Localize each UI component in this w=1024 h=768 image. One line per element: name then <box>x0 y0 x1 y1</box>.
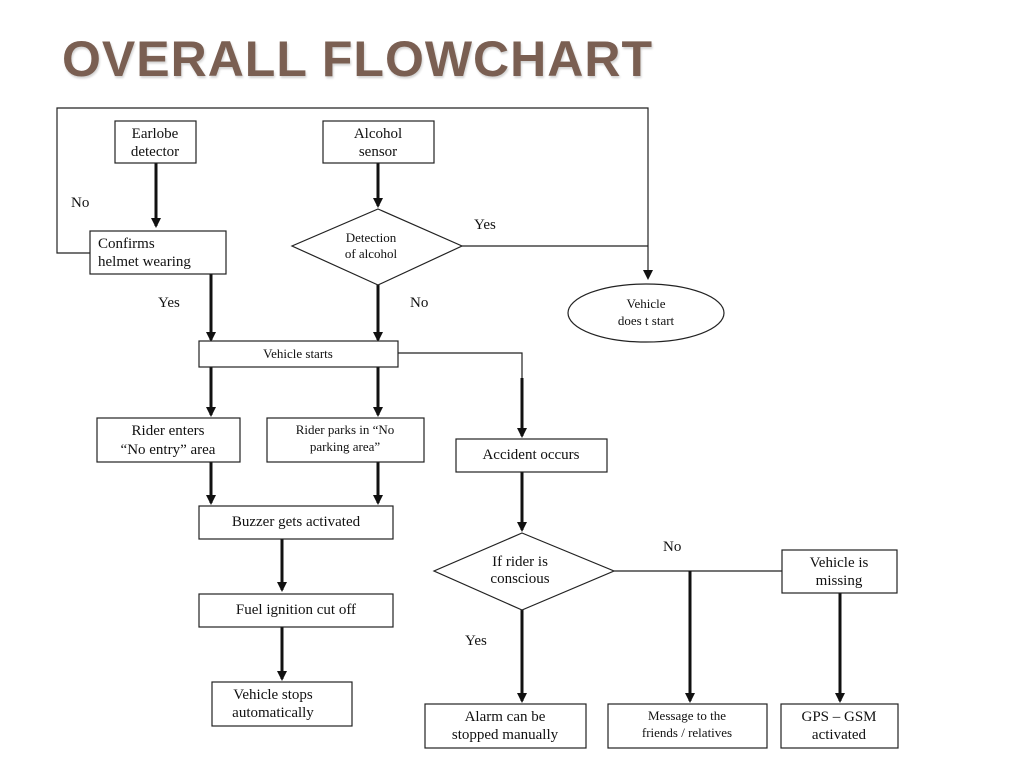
alarm-line-2: stopped manually <box>452 727 559 743</box>
node-fuel-ignition: Fuel ignition cut off <box>198 593 394 628</box>
node-vehicle-stops: Vehicle stops automatically <box>211 681 353 727</box>
fuel-label: Fuel ignition cut off <box>236 602 356 618</box>
node-earlobe-detector: Earlobe detector <box>114 120 197 164</box>
node-vehicle-starts: Vehicle starts <box>198 340 399 368</box>
label-yes-alcohol: Yes <box>474 217 496 233</box>
missing-line-2: missing <box>816 573 863 589</box>
node-vehicle-missing: Vehicle is missing <box>781 549 898 594</box>
node-if-conscious: If rider is conscious <box>432 532 616 611</box>
loop-line <box>56 107 653 280</box>
node-detection-of-alcohol: Detection of alcohol <box>290 208 464 286</box>
confirms-line-1: Confirms <box>98 236 155 252</box>
gps-line-2: activated <box>812 727 867 743</box>
label-yes-conscious: Yes <box>465 633 487 649</box>
does-not-start-line-1: Vehicle <box>627 296 666 311</box>
earlobe-line-1: Earlobe <box>132 126 179 142</box>
node-buzzer: Buzzer gets activated <box>198 505 394 540</box>
label-yes-helmet: Yes <box>158 295 180 311</box>
conscious-line-2: conscious <box>490 571 549 587</box>
buzzer-label: Buzzer gets activated <box>232 514 361 530</box>
does-not-start-line-2: does t start <box>618 313 675 328</box>
no-parking-line-2: parking area” <box>310 439 381 454</box>
confirms-line-2: helmet wearing <box>98 254 191 270</box>
alarm-line-1: Alarm can be <box>465 709 546 725</box>
node-accident-occurs: Accident occurs <box>455 438 608 473</box>
node-message: Message to the friends / relatives <box>607 703 768 749</box>
stops-line-1: Vehicle stops <box>233 687 313 703</box>
node-alarm: Alarm can be stopped manually <box>424 703 587 749</box>
node-vehicle-does-not-start: Vehicle does t start <box>567 283 725 343</box>
alcohol-sensor-line-1: Alcohol <box>354 126 402 142</box>
label-no-alcohol: No <box>410 295 428 311</box>
no-entry-line-1: Rider enters <box>132 423 205 439</box>
message-line-2: friends / relatives <box>642 725 732 740</box>
node-alcohol-sensor: Alcohol sensor <box>322 120 435 164</box>
line-starts-accident <box>398 352 523 380</box>
node-no-entry: Rider enters “No entry” area <box>96 417 241 463</box>
detection-line-1: Detection <box>346 230 397 245</box>
node-no-parking: Rider parks in “No parking area” <box>266 417 425 463</box>
conscious-line-1: If rider is <box>492 554 548 570</box>
missing-line-1: Vehicle is <box>810 555 869 571</box>
label-no-loop: No <box>71 195 89 211</box>
message-line-1: Message to the <box>648 708 726 723</box>
label-no-conscious: No <box>663 539 681 555</box>
earlobe-line-2: detector <box>131 144 179 160</box>
gps-line-1: GPS – GSM <box>801 709 876 725</box>
slide-title: OVERALL FLOWCHART <box>62 31 654 87</box>
vehicle-starts-label: Vehicle starts <box>263 346 333 361</box>
stops-line-2: automatically <box>232 705 314 721</box>
detection-line-2: of alcohol <box>345 246 398 261</box>
no-parking-line-1: Rider parks in “No <box>296 422 395 437</box>
accident-label: Accident occurs <box>482 447 579 463</box>
node-confirms-helmet: Confirms helmet wearing <box>89 230 227 275</box>
node-gps-gsm: GPS – GSM activated <box>780 703 899 749</box>
no-entry-line-2: “No entry” area <box>121 442 216 458</box>
alcohol-sensor-line-2: sensor <box>359 144 397 160</box>
